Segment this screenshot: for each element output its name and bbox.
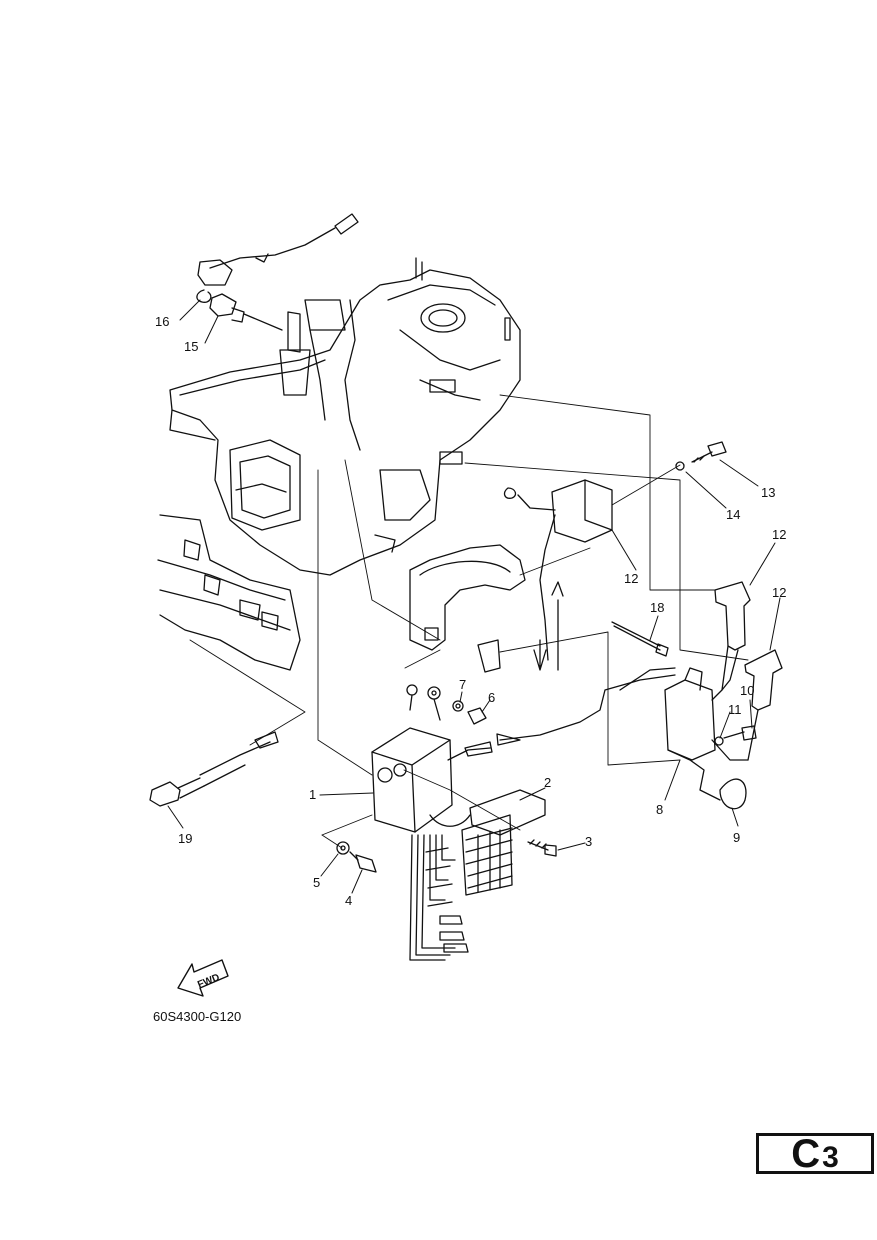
callout-6: 6: [488, 690, 496, 705]
part-18-cable-tie: [611, 621, 669, 657]
callout-2: 2: [544, 775, 552, 790]
callout-19: 19: [178, 831, 193, 846]
part-2-terminal-block: [461, 789, 546, 896]
part-4-5-bolt-washer: [336, 841, 377, 873]
callout-7: 7: [459, 677, 467, 692]
callout-10: 10: [740, 683, 755, 698]
callout-13: 12: [624, 571, 639, 586]
leader-lines: [167, 299, 781, 894]
fwd-arrow-icon: FWD: [177, 959, 229, 997]
callout-8: 8: [656, 802, 664, 817]
callout-4: 4: [345, 893, 353, 908]
section-badge: C 3: [756, 1133, 874, 1174]
part-14-15-bolt-washer: [675, 441, 727, 471]
callout-3: 3: [585, 834, 593, 849]
part-16-thermo-switch: [209, 293, 283, 331]
section-letter: C: [791, 1131, 821, 1176]
callout-12b: 12: [772, 585, 787, 600]
pulser-coil: [409, 544, 526, 673]
part-3-screw: [527, 839, 557, 857]
part-8-ignition-coil: [619, 649, 749, 810]
callout-16: 15: [184, 339, 199, 354]
part-12-plug-caps: [714, 581, 783, 761]
callout-18: 18: [650, 600, 665, 615]
part-1-cdi-unit: [371, 727, 493, 833]
part-19-sensor: [149, 731, 279, 807]
reference-lines: [189, 394, 749, 849]
part-10-11-bolt-washer: [714, 725, 757, 746]
callout-14: 13: [761, 485, 776, 500]
callout-9: 9: [733, 830, 741, 845]
callout-12a: 12: [772, 527, 787, 542]
cdi-wire-harness: [409, 834, 469, 961]
callout-15: 14: [726, 507, 741, 522]
engine-block-illustration: [157, 257, 521, 671]
fwd-label: FWD: [196, 972, 221, 991]
part-17-sensor-lead: [196, 213, 359, 303]
callout-17: 16: [155, 314, 170, 329]
section-number: 3: [822, 1140, 839, 1174]
callout-1: 1: [309, 787, 317, 802]
callout-5: 5: [313, 875, 321, 890]
lead-wire: [496, 674, 676, 746]
drawing-code: 60S4300-G120: [153, 1009, 242, 1024]
callout-11: 11: [728, 702, 742, 717]
part-6-7-fasteners: [406, 684, 487, 725]
